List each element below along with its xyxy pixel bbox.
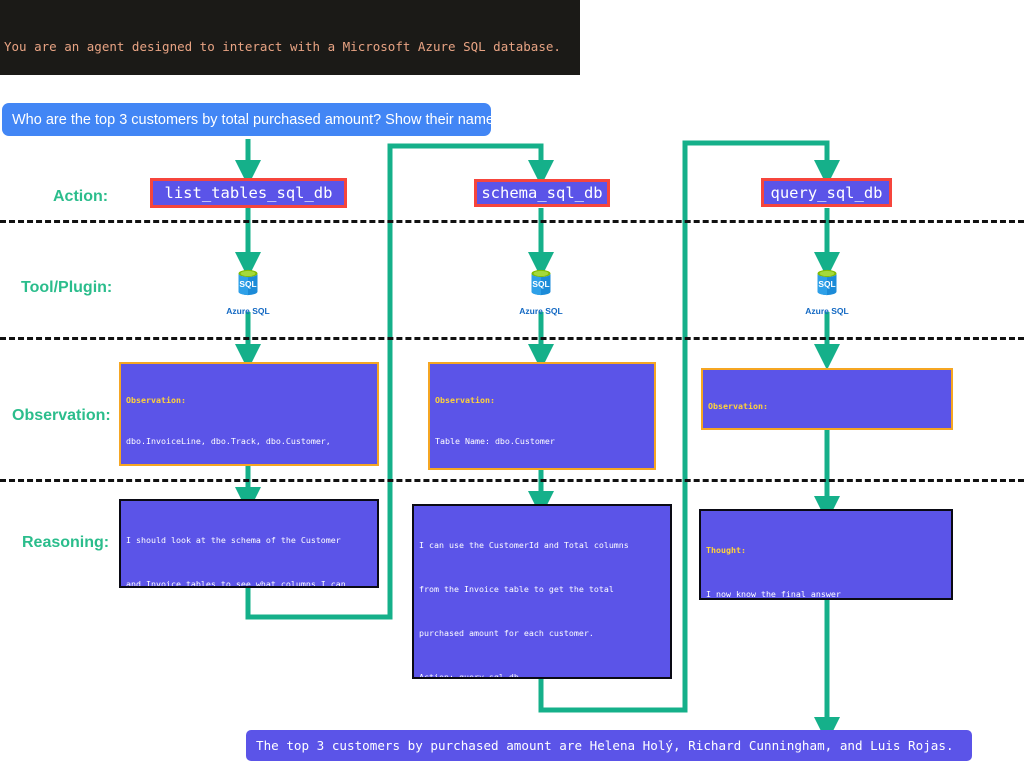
observation-line: dbo.InvoiceLine, dbo.Track, dbo.Customer… <box>126 435 331 446</box>
user-query-bubble: Who are the top 3 customers by total pur… <box>2 103 501 136</box>
reasoning-line: from the Invoice table to get the total <box>419 583 614 594</box>
reasoning-line: purchased amount for each customer. <box>419 627 594 638</box>
separator-action-tool <box>0 220 1024 223</box>
row-label-observation: Observation: <box>12 407 111 424</box>
svg-text:SQL: SQL <box>239 279 256 289</box>
system-prompt-terminal: You are an agent designed to interact wi… <box>0 0 580 75</box>
row-label-reasoning: Reasoning: <box>22 534 110 551</box>
user-query-text: Who are the top 3 customers by total pur… <box>12 111 502 128</box>
observation-header: Observation: <box>435 395 495 406</box>
thought-header: Thought: <box>706 545 746 556</box>
reasoning-line: I now know the final answer <box>706 588 841 599</box>
action-label: list_tables_sql_db <box>164 184 333 202</box>
action-box-query-sql-db[interactable]: query_sql_db <box>761 178 892 207</box>
action-box-schema-sql-db[interactable]: schema_sql_db <box>474 179 610 207</box>
action-label: schema_sql_db <box>481 184 603 202</box>
azure-sql-icon: SQL <box>531 269 551 296</box>
observation-line: Table Name: dbo.Customer <box>435 435 555 446</box>
terminal-line: You are an agent designed to interact wi… <box>4 39 561 54</box>
tool-label: Azure SQL <box>226 306 270 316</box>
final-answer-text: The top 3 customers by purchased amount … <box>256 738 954 753</box>
row-label-action: Action: <box>53 188 109 205</box>
observation-box-1: Observation: dbo.InvoiceLine, dbo.Track,… <box>119 362 379 466</box>
svg-text:SQL: SQL <box>532 279 549 289</box>
reasoning-box-3: Thought: I now know the final answer Fin… <box>699 509 953 600</box>
separator-observation-reasoning <box>0 479 1024 482</box>
reasoning-line: and Invoice tables to see what columns I… <box>126 578 346 588</box>
reasoning-box-1: I should look at the schema of the Custo… <box>119 499 379 588</box>
final-answer-bar: The top 3 customers by purchased amount … <box>246 730 972 761</box>
row-label-tool-plugin: Tool/Plugin: <box>21 279 113 296</box>
observation-header: Observation: <box>126 395 186 406</box>
reasoning-line: Action: query_sql_db <box>419 671 519 679</box>
tool-azure-sql-1[interactable]: SQL Azure SQL <box>216 266 280 316</box>
observation-header: Observation: <box>708 401 768 412</box>
observation-box-2: Observation: Table Name: dbo.Customer (C… <box>428 362 656 470</box>
tool-label: Azure SQL <box>519 306 563 316</box>
tool-azure-sql-2[interactable]: SQL Azure SQL <box>509 266 573 316</box>
action-box-list-tables-sql-db[interactable]: list_tables_sql_db <box>150 178 347 208</box>
observation-box-3: Observation: [('Helena', 'Holý', Decimal… <box>701 368 953 430</box>
reasoning-box-2: I can use the CustomerId and Total colum… <box>412 504 672 679</box>
azure-sql-icon: SQL <box>817 269 837 296</box>
svg-text:SQL: SQL <box>818 279 835 289</box>
separator-tool-observation <box>0 337 1024 340</box>
reasoning-line: I should look at the schema of the Custo… <box>126 535 341 546</box>
reasoning-line: I can use the CustomerId and Total colum… <box>419 540 629 551</box>
tool-azure-sql-3[interactable]: SQL Azure SQL <box>795 266 859 316</box>
action-label: query_sql_db <box>770 183 883 202</box>
azure-sql-icon: SQL <box>238 269 258 296</box>
tool-label: Azure SQL <box>805 306 849 316</box>
